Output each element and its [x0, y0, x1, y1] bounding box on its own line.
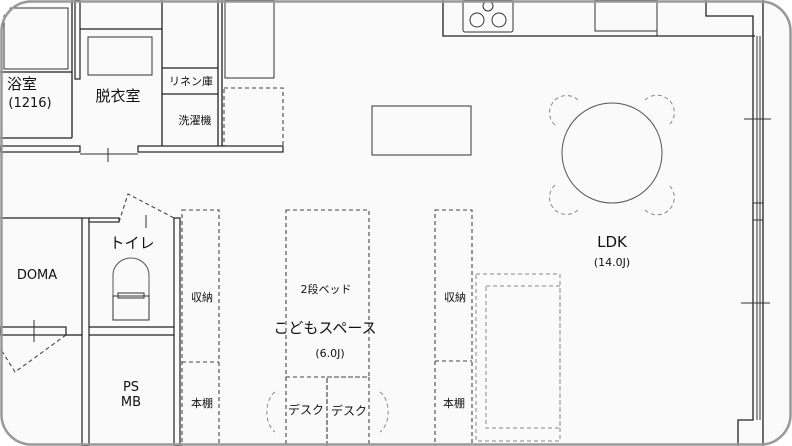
- kitchen-island: [371, 105, 472, 156]
- storage-left-lower: 本棚: [191, 396, 213, 410]
- linen-label: リネン庫: [169, 74, 213, 88]
- toilet-tank: [112, 295, 150, 321]
- kitchen-counter: [442, 0, 755, 37]
- bathroom: 浴室 (1216): [0, 0, 73, 139]
- storage-right: 収納 本棚: [434, 209, 473, 446]
- kids-space-label: こどもスペース: [273, 319, 376, 337]
- kitchen-sink: [594, 0, 658, 32]
- mb-label: MB: [121, 395, 141, 410]
- toilet-room: トイレ: [81, 193, 181, 446]
- burner-icon: [491, 12, 507, 28]
- doma: DOMA: [0, 217, 82, 373]
- burner-icon: [469, 12, 485, 28]
- bath-size: (1216): [8, 96, 51, 111]
- desk-label: デスク: [288, 402, 324, 417]
- dining-table: [549, 94, 675, 216]
- exterior-wall: [705, 0, 771, 446]
- laundry-label: 洗濯機: [179, 113, 212, 127]
- dressing-room: 脱衣室 リネン庫 洗濯機: [0, 0, 284, 162]
- bunk-bed-label: 2段ベッド: [301, 282, 352, 296]
- kids-space: 2段ベッド こどもスペース (6.0J) デスク デスク: [266, 209, 389, 446]
- sofa: [475, 273, 561, 442]
- stove: [462, 0, 514, 33]
- dressing-room-label: 脱衣室: [95, 87, 140, 105]
- kids-space-size: (6.0J): [315, 347, 344, 360]
- toilet-bowl-icon: [112, 257, 150, 296]
- doma-label: DOMA: [17, 268, 57, 283]
- storage-right-upper: 収納: [444, 291, 466, 304]
- bath-label: 浴室: [7, 75, 37, 93]
- desk-label: デスク: [331, 403, 367, 418]
- storage-left: 収納 本棚: [181, 209, 220, 446]
- ps-mb: PS MB: [121, 380, 141, 410]
- washbasin: [87, 36, 153, 76]
- storage-right-lower: 本棚: [443, 396, 465, 410]
- storage-left-upper: 収納: [191, 291, 213, 304]
- ldk-size: (14.0J): [594, 256, 630, 269]
- toilet-label: トイレ: [109, 234, 154, 252]
- ldk-label: LDK: [597, 233, 628, 251]
- ps-label: PS: [123, 380, 139, 395]
